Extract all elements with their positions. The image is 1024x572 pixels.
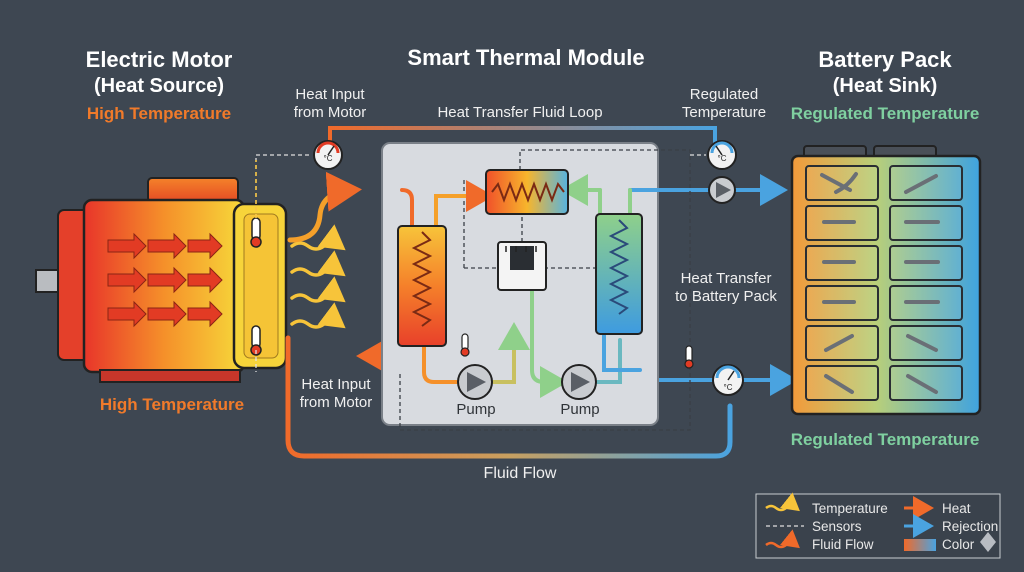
heat-wave-arrows xyxy=(290,224,346,329)
legend-heat-label: Heat xyxy=(942,501,971,516)
battery-top-temp-label: Regulated Temperature xyxy=(790,104,980,123)
legend-temperature-label: Temperature xyxy=(812,501,888,516)
gauge-regulated-bottom-icon xyxy=(712,364,744,396)
battery-subtitle: (Heat Sink) xyxy=(832,75,938,97)
legend-temperature-icon xyxy=(765,492,800,512)
sparkle-icon xyxy=(980,532,996,552)
legend-fluid-flow-label: Fluid Flow xyxy=(812,537,874,552)
motor-bottom-temp-label: High Temperature xyxy=(99,395,245,414)
legend-box xyxy=(755,492,1001,559)
legend-color-label: Color xyxy=(942,537,975,552)
legend-color-swatch xyxy=(904,539,936,551)
gauge-regulated-top-icon xyxy=(707,140,737,170)
gauge-motor-icon xyxy=(313,140,343,170)
module-title: Smart Thermal Module xyxy=(407,45,645,70)
regulated-temp-label: Regulated Temperature xyxy=(681,86,767,121)
pump-left-icon xyxy=(457,364,493,400)
fluid-flow-label: Fluid Flow xyxy=(483,465,557,482)
battery-pack xyxy=(790,145,982,416)
pump-right-label: Pump xyxy=(560,401,600,418)
gauge-top-unit: °C xyxy=(717,154,727,163)
pump-battery-top-icon xyxy=(708,176,736,204)
smart-thermal-module xyxy=(381,142,694,431)
motor-subtitle: (Heat Source) xyxy=(93,75,225,97)
motor-title: Electric Motor xyxy=(85,47,233,72)
module-thermometer-left-icon xyxy=(460,333,470,357)
legend-rejection-label: Rejection xyxy=(942,519,999,534)
motor-heat-arrows xyxy=(107,232,223,328)
heat-input-top-label: Heat Input from Motor xyxy=(293,86,367,121)
battery-transfer-label: Heat Transfer to Battery Pack xyxy=(675,270,777,305)
heat-exchanger-top xyxy=(485,169,569,215)
fluid-loop-label: Heat Transfer Fluid Loop xyxy=(437,104,603,121)
electric-motor xyxy=(35,177,288,383)
gauge-bottom-unit: °C xyxy=(723,383,733,392)
legend-sensors-label: Sensors xyxy=(812,519,862,534)
heat-exchanger-left xyxy=(397,225,447,347)
legend-fluid-flow-icon xyxy=(765,529,800,549)
module-thermometer-right-icon xyxy=(684,345,694,369)
gauge-motor-unit: °C xyxy=(323,154,333,163)
controller-chip-icon xyxy=(497,241,547,291)
heat-input-bottom-label: Heat Input from Motor xyxy=(299,376,373,411)
battery-title: Battery Pack xyxy=(818,47,952,72)
pump-left-label: Pump xyxy=(456,401,496,418)
heat-exchanger-right xyxy=(595,213,643,335)
motor-top-temp-label: High Temperature xyxy=(86,104,232,123)
pump-right-icon xyxy=(561,364,597,400)
motor-thermometer-top-icon xyxy=(250,217,262,248)
battery-bottom-temp-label: Regulated Temperature xyxy=(790,430,980,449)
